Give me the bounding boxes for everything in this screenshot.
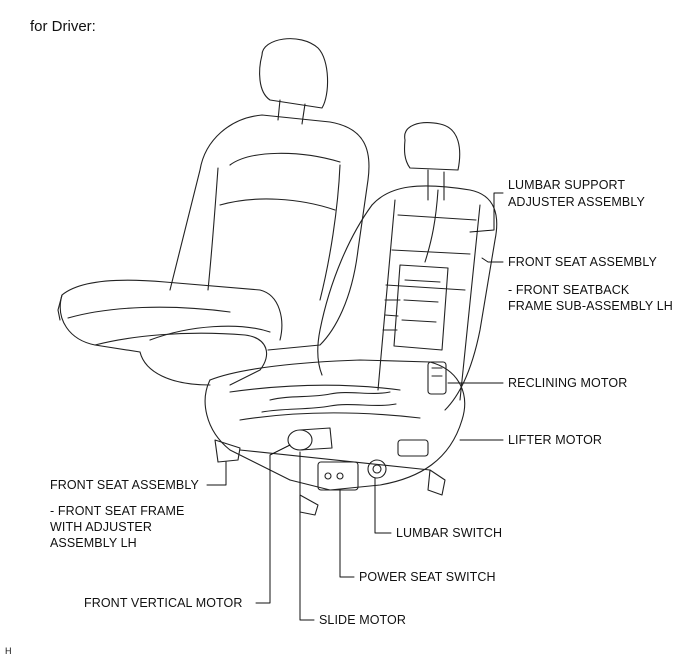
- assembled-seat: [57, 38, 370, 386]
- label-seat-frame-line3: ASSEMBLY LH: [50, 536, 137, 550]
- label-lumbar-switch: LUMBAR SWITCH: [396, 526, 503, 540]
- leader-lumbar-switch: [374, 477, 392, 534]
- leader-slide-motor: [299, 451, 315, 621]
- page-title: for Driver:: [30, 18, 96, 35]
- label-seatback-frame-line2: FRAME SUB-ASSEMBLY LH: [508, 299, 673, 313]
- label-front-seat-assembly-right: FRONT SEAT ASSEMBLY: [508, 255, 657, 269]
- leader-front-vertical-motor: [255, 444, 291, 604]
- label-power-seat-switch: POWER SEAT SWITCH: [359, 570, 496, 584]
- label-lumbar-support: LUMBAR SUPPORT: [508, 178, 626, 192]
- label-seat-frame-line2: WITH ADJUSTER: [50, 520, 152, 534]
- leader-lumbar-support: [469, 192, 504, 233]
- label-front-vertical-motor: FRONT VERTICAL MOTOR: [84, 596, 243, 610]
- figure-reference: H: [5, 646, 12, 656]
- label-front-seat-assembly-left: FRONT SEAT ASSEMBLY: [50, 478, 199, 492]
- label-lumbar-support-line2: ADJUSTER ASSEMBLY: [508, 195, 645, 209]
- label-lifter-motor: LIFTER MOTOR: [508, 433, 603, 447]
- leader-front-seat-assembly-left: [206, 461, 227, 486]
- label-seat-frame: - FRONT SEAT FRAME: [50, 504, 185, 518]
- label-slide-motor: SLIDE MOTOR: [319, 613, 406, 627]
- seat-frame-exposed: [204, 122, 498, 516]
- label-reclining-motor: RECLINING MOTOR: [508, 376, 628, 390]
- leader-front-seat-assembly-right: [481, 257, 504, 263]
- leader-lines: [206, 192, 504, 621]
- label-seatback-frame: - FRONT SEATBACK: [508, 283, 630, 297]
- leader-power-seat-switch: [339, 489, 355, 578]
